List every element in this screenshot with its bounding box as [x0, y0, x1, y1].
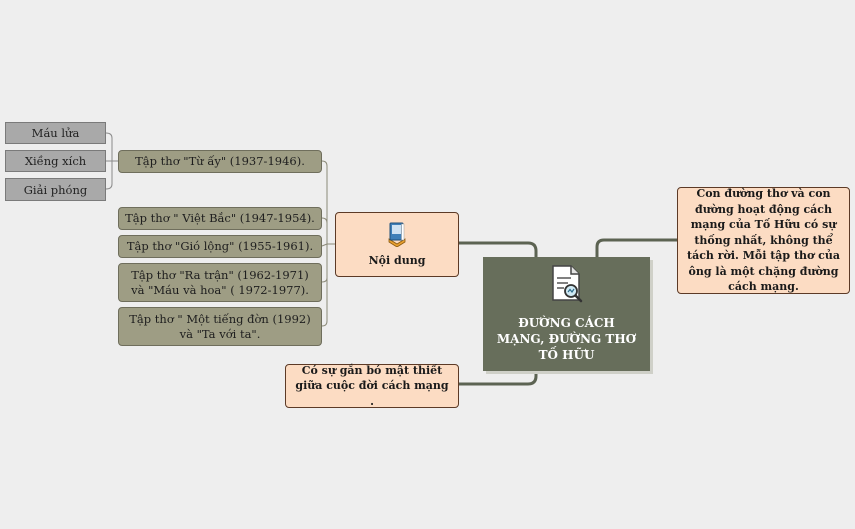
topic-noi-dung[interactable]: Nội dung — [335, 212, 459, 277]
poem-collection-viet-bac[interactable]: Tập thơ " Việt Bắc" (1947-1954). — [118, 207, 322, 230]
section-xieng-xich[interactable]: Xiềng xích — [5, 150, 106, 172]
central-topic[interactable]: ĐƯỜNG CÁCH MẠNG, ĐƯỜNG THƠ TỐ HỮU — [483, 257, 650, 371]
section-giai-phong[interactable]: Giải phóng — [5, 178, 106, 201]
poem-collection-tu-ay[interactable]: Tập thơ "Từ ấy" (1937-1946). — [118, 150, 322, 173]
book-icon — [388, 222, 406, 247]
poem-collection-ra-tran[interactable]: Tập thơ "Ra trận" (1962-1971) và "Máu và… — [118, 263, 322, 302]
poem-collection-gio-long[interactable]: Tập thơ "Gió lộng" (1955-1961). — [118, 235, 322, 258]
topic-label: Nội dung — [368, 253, 426, 267]
central-title: ĐƯỜNG CÁCH MẠNG, ĐƯỜNG THƠ TỐ HỮU — [496, 316, 637, 362]
poem-collection-mot-tieng-don[interactable]: Tập thơ " Một tiếng đờn (1992) và "Ta vớ… — [118, 307, 322, 346]
section-mau-lua[interactable]: Máu lửa — [5, 122, 106, 144]
note-right[interactable]: Con đường thơ và con đường hoạt động các… — [677, 187, 850, 294]
note-bottom[interactable]: Có sự gắn bó mật thiết giữa cuộc đời các… — [285, 364, 459, 408]
document-search-icon — [551, 265, 582, 303]
